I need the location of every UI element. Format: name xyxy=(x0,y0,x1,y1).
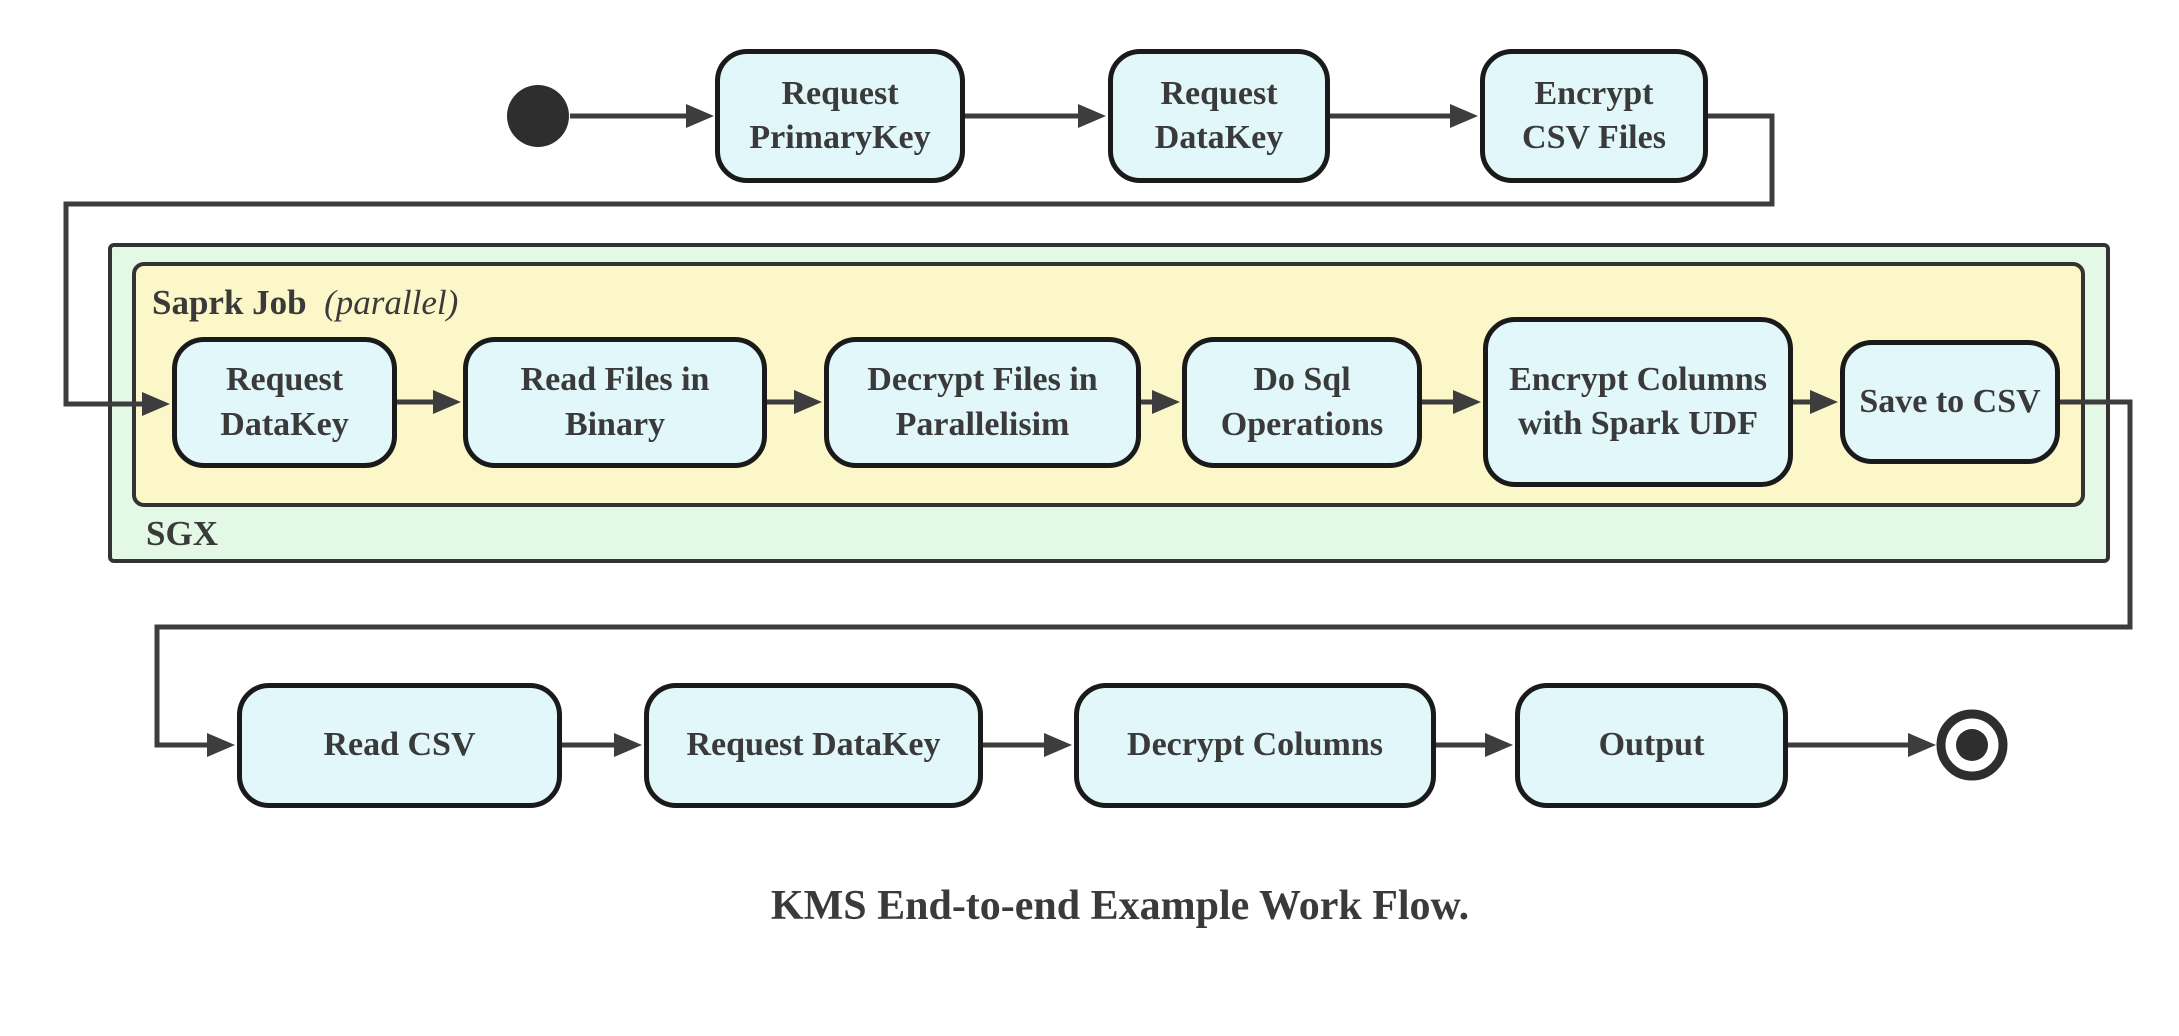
arrowhead-icon xyxy=(1152,390,1180,414)
arrowhead-icon xyxy=(1485,733,1513,757)
node-decrypt-files-parallelism: Decrypt Files in Parallelisim xyxy=(824,337,1141,468)
arrowhead-icon xyxy=(1078,104,1106,128)
arrowhead-icon xyxy=(1810,390,1838,414)
arrowhead-icon xyxy=(1044,733,1072,757)
node-encrypt-csv-files: Encrypt CSV Files xyxy=(1480,49,1708,183)
end-node-dot-icon xyxy=(1956,729,1988,761)
arrowhead-icon xyxy=(1453,390,1481,414)
spark-job-label: Saprk Job (parallel) xyxy=(152,283,458,323)
arrowhead-icon xyxy=(1450,104,1478,128)
node-save-to-csv: Save to CSV xyxy=(1840,340,2060,464)
node-request-datakey-sgx: Request DataKey xyxy=(172,337,397,468)
arrowhead-icon xyxy=(1908,733,1936,757)
arrowhead-icon xyxy=(207,733,235,757)
node-decrypt-columns: Decrypt Columns xyxy=(1074,683,1436,808)
arrowhead-icon xyxy=(614,733,642,757)
arrowhead-icon xyxy=(433,390,461,414)
edge-encrypt-csv-to-sgx-request-datakey xyxy=(63,113,1775,407)
arrowhead-icon xyxy=(142,392,170,416)
spark-job-mode-text: (parallel) xyxy=(324,283,459,322)
node-request-datakey-top: Request DataKey xyxy=(1108,49,1330,183)
node-do-sql-operations: Do Sql Operations xyxy=(1182,337,1422,468)
node-output: Output xyxy=(1515,683,1788,808)
edge-save-csv-to-read-csv xyxy=(154,399,2133,748)
node-encrypt-columns-spark-udf: Encrypt Columns with Spark UDF xyxy=(1483,317,1793,487)
node-request-primarykey: Request PrimaryKey xyxy=(715,49,965,183)
start-node-icon xyxy=(507,85,569,147)
node-read-csv: Read CSV xyxy=(237,683,562,808)
diagram-caption: KMS End-to-end Example Work Flow. xyxy=(770,883,1470,929)
node-request-datakey-bottom: Request DataKey xyxy=(644,683,983,808)
arrowhead-icon xyxy=(794,390,822,414)
arrowhead-icon xyxy=(686,104,714,128)
sgx-label: SGX xyxy=(146,514,218,553)
spark-job-label-text: Saprk Job xyxy=(152,283,307,322)
node-read-files-binary: Read Files in Binary xyxy=(463,337,767,468)
